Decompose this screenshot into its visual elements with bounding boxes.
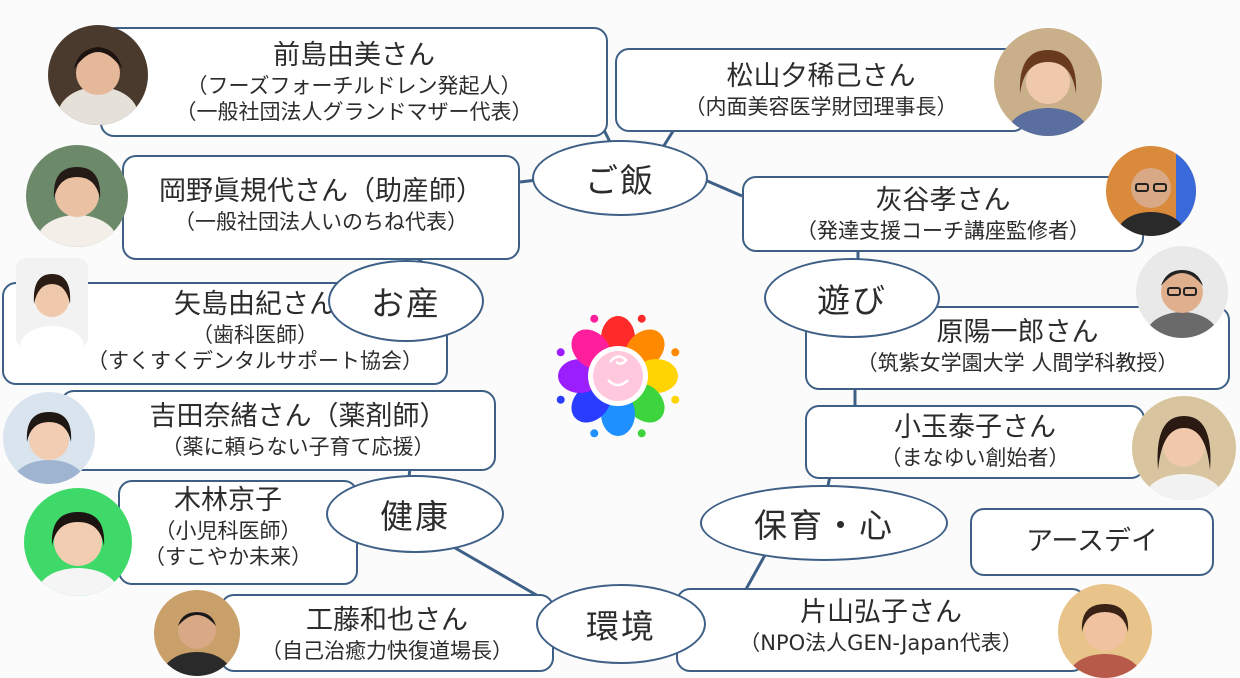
hub-label: お産: [371, 284, 441, 323]
avatar-kibayashi: [24, 488, 132, 596]
hub-label: 保育・心: [754, 506, 894, 545]
person-name: 灰谷孝さん: [875, 185, 1011, 216]
person-role: （まなゆい創始者）: [880, 445, 1070, 470]
person-org: （一般社団法人グランドマザー代表）: [175, 100, 533, 124]
flower-dot: [556, 395, 565, 404]
person-name: 岡野眞規代さん（助産師）: [159, 176, 483, 207]
hub-label: 遊び: [817, 281, 887, 320]
flower-logo: [556, 314, 680, 438]
person-card-kudo: 工藤和也さん （自己治癒力快復道場長）: [220, 594, 554, 672]
person-name: 小玉泰子さん: [894, 412, 1056, 443]
avatar-kodama: [1132, 396, 1236, 500]
person-card-yoshida: 吉田奈緒さん（薬剤師） （薬に頼らない子育て応援）: [60, 390, 496, 471]
avatar-kudo: [154, 590, 240, 676]
person-org: （薬に頼らない子育て応援）: [161, 434, 435, 459]
baby-curl: [609, 355, 628, 365]
hub-label: ご飯: [585, 161, 655, 200]
baby-face: [593, 351, 643, 401]
person-role: （自己治癒力快復道場長）: [261, 638, 513, 663]
avatar-matsuyama: [994, 28, 1102, 136]
person-name: 木林京子: [174, 485, 282, 516]
flower-dot: [637, 314, 646, 323]
person-role: （NPO法人GEN-Japan代表）: [739, 630, 1023, 655]
person-card-katayama: 片山弘子さん （NPO法人GEN-Japan代表）: [676, 588, 1086, 672]
person-card-kodama: 小玉泰子さん （まなゆい創始者）: [805, 405, 1145, 479]
hub-kankyo: 環境: [536, 584, 706, 664]
flower-dot: [556, 348, 565, 357]
label-earthday: アースデイ: [970, 508, 1214, 576]
person-card-okano: 岡野眞規代さん（助産師） （一般社団法人いのちね代表）: [122, 155, 520, 260]
person-name: 前島由美さん: [273, 40, 435, 71]
person-name: 松山夕稀己さん: [726, 61, 916, 92]
hub-asobi: 遊び: [764, 258, 940, 338]
person-org: （一般社団法人いのちね代表）: [174, 209, 468, 234]
flower-dot: [671, 348, 680, 357]
hub-label: 健康: [380, 497, 450, 536]
person-role: （小児科医師）: [154, 518, 302, 543]
person-role: （歯科医師）: [192, 322, 318, 347]
flower-dot: [671, 395, 680, 404]
person-name: 矢島由紀さん: [174, 289, 336, 320]
person-role: （フーズフォーチルドレン発起人）: [186, 73, 522, 98]
hub-hoiku: 保育・心: [700, 485, 948, 561]
earthday-label: アースデイ: [1025, 526, 1159, 558]
avatar-yoshida: [3, 392, 95, 484]
person-name: 吉田奈緒さん（薬剤師）: [149, 401, 447, 432]
person-name: 片山弘子さん: [800, 597, 962, 628]
person-name: 工藤和也さん: [306, 605, 468, 636]
person-org: （すこやか未来）: [144, 545, 312, 569]
avatar-haitani: [1106, 146, 1196, 236]
person-role: （筑紫女学園大学 人間学科教授）: [856, 350, 1179, 375]
person-card-maejima: 前島由美さん （フーズフォーチルドレン発起人） （一般社団法人グランドマザー代表…: [100, 27, 608, 137]
person-card-kibayashi: 木林京子 （小児科医師） （すこやか未来）: [118, 480, 358, 585]
hub-osan: お産: [328, 260, 484, 342]
avatar-katayama: [1058, 584, 1152, 678]
person-org: （すくすくデンタルサポート協会）: [87, 349, 423, 373]
hub-gohan: ご飯: [532, 140, 708, 216]
person-name: 原陽一郎さん: [936, 317, 1099, 348]
flower-dot: [590, 429, 599, 438]
avatar-maejima: [48, 25, 148, 125]
person-card-matsuyama: 松山夕稀己さん （内面美容医学財団理事長）: [615, 48, 1027, 132]
avatar-yajima: [16, 258, 88, 348]
hub-kenko: 健康: [326, 475, 504, 553]
avatar-hara: [1136, 246, 1228, 338]
hub-label: 環境: [586, 607, 656, 646]
flower-dot: [590, 314, 599, 323]
flower-dot: [637, 429, 646, 438]
baby-smile: [607, 379, 629, 387]
avatar-okano: [26, 145, 128, 247]
person-role: （発達支援コーチ講座監修者）: [796, 218, 1090, 243]
person-card-haitani: 灰谷孝さん （発達支援コーチ講座監修者）: [742, 176, 1144, 252]
person-role: （内面美容医学財団理事長）: [684, 94, 958, 119]
